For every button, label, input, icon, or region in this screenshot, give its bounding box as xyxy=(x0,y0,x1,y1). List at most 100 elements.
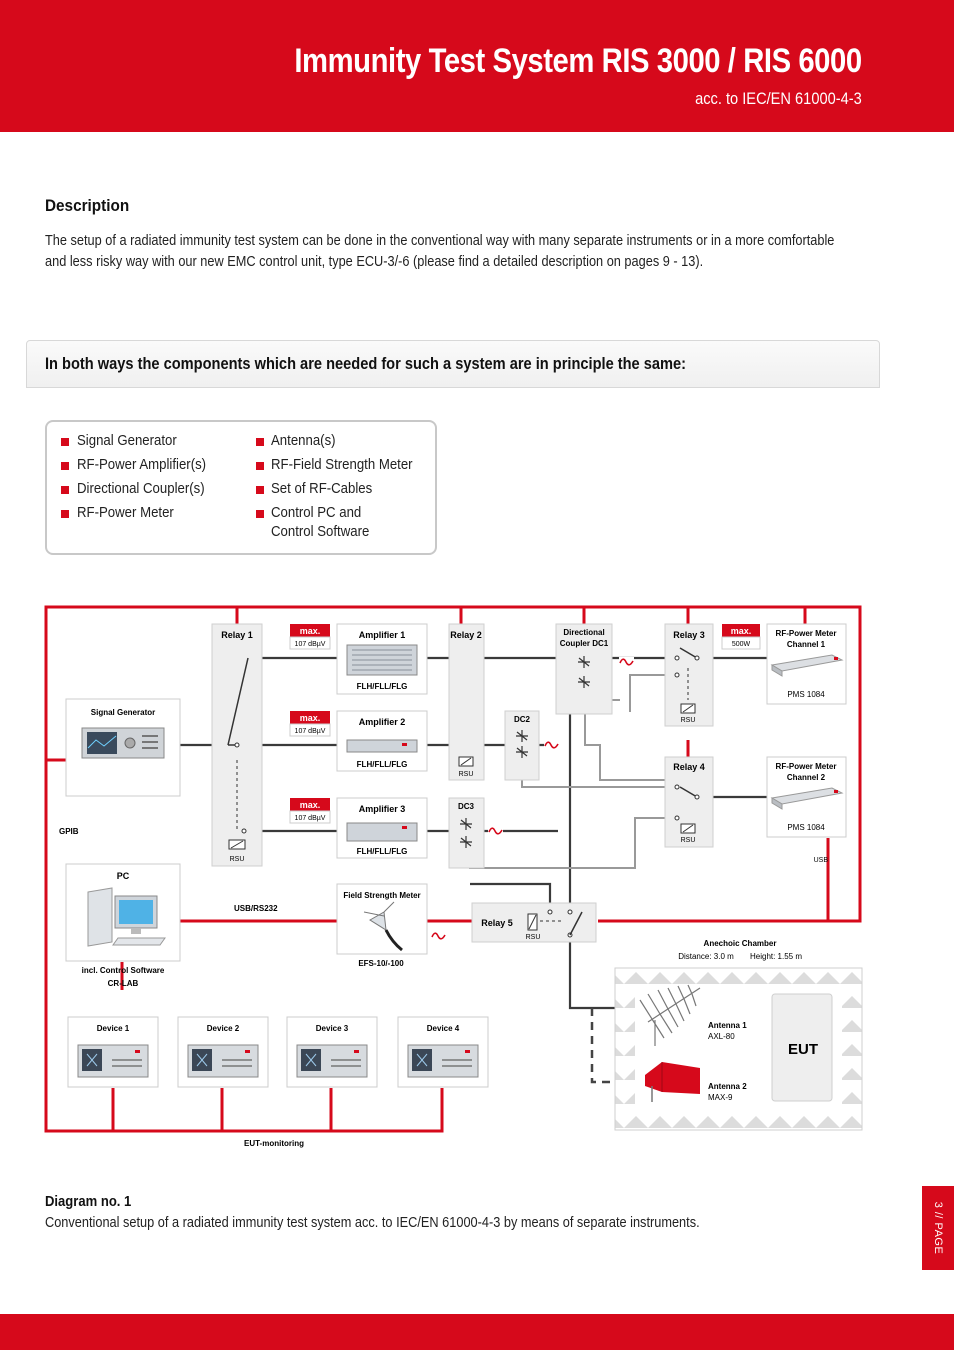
component-item: Set of RF-Cables xyxy=(271,480,373,497)
component-item: Control PC and xyxy=(271,504,362,521)
chamber-distance: Distance: 3.0 m xyxy=(678,952,734,961)
svg-text:Field Strength Meter: Field Strength Meter xyxy=(343,891,420,900)
fsm-model: EFS-10/-100 xyxy=(358,959,404,968)
components-list xyxy=(45,420,437,555)
svg-text:Device 3: Device 3 xyxy=(316,1024,349,1033)
power-meter-1: RF-Power Meter Channel 1 PMS 1084 xyxy=(766,623,847,705)
rf-signal-icon xyxy=(619,657,634,667)
svg-text:DC2: DC2 xyxy=(514,715,531,724)
svg-text:Channel 1: Channel 1 xyxy=(787,640,826,649)
antenna2-model: MAX-9 xyxy=(708,1093,733,1102)
svg-text:500W: 500W xyxy=(732,641,751,648)
max-badge-3: max. 107 dBµV xyxy=(289,798,331,824)
chamber-label: Anechoic Chamber xyxy=(704,939,777,948)
usb-rs232-label: USB/RS232 xyxy=(234,904,278,913)
svg-text:RF-Power Meter: RF-Power Meter xyxy=(776,762,837,771)
device-3: Device 3 xyxy=(286,1016,378,1088)
max-badge-2: max. 107 dBµV xyxy=(289,711,331,737)
relay4-box: Relay 4 RSU xyxy=(664,756,714,848)
system-diagram: Relay 1 RSU max. 107 dBµV max. 107 dBµV … xyxy=(44,605,863,1148)
svg-text:107 dBµV: 107 dBµV xyxy=(295,815,326,822)
amplifier-2: Amplifier 2 FLH/FLL/FLG xyxy=(336,710,428,772)
bullet-icon xyxy=(256,486,264,494)
gpib-label: GPIB xyxy=(59,827,79,836)
antenna2-label: Antenna 2 xyxy=(708,1082,747,1091)
chamber-height: Height: 1.55 m xyxy=(750,952,802,961)
svg-text:Coupler DC1: Coupler DC1 xyxy=(560,639,609,648)
relay2-box xyxy=(448,623,485,781)
svg-text:RSU: RSU xyxy=(681,717,696,724)
anechoic-chamber: EUT Antenna 1 AXL-80 Antenna 2 MAX-9 xyxy=(614,967,863,1131)
components-banner-text: In both ways the components which are ne… xyxy=(45,354,687,373)
svg-text:Relay 3: Relay 3 xyxy=(673,630,705,640)
control-pc: PC xyxy=(65,863,181,962)
svg-text:max.: max. xyxy=(300,713,321,723)
bullet-icon xyxy=(61,438,69,446)
control-bus-lines xyxy=(44,605,862,1133)
bullet-icon xyxy=(256,438,264,446)
relay1-label: Relay 1 xyxy=(221,630,253,640)
page-number-tab: 3 // PAGE xyxy=(922,1186,954,1270)
svg-text:Relay 4: Relay 4 xyxy=(673,762,705,772)
svg-text:max.: max. xyxy=(300,626,321,636)
svg-text:Directional: Directional xyxy=(563,628,604,637)
device-4: Device 4 xyxy=(397,1016,489,1088)
horn-antenna-icon xyxy=(645,1062,700,1102)
diagram-caption-title: Diagram no. 1 xyxy=(45,1194,132,1210)
page-header xyxy=(0,0,954,132)
device-1: Device 1 xyxy=(67,1016,159,1088)
max-badge-1: max. 107 dBµV xyxy=(289,624,331,650)
antenna1-label: Antenna 1 xyxy=(708,1021,747,1030)
relay5-box: Relay 5 RSU xyxy=(471,902,597,943)
eut-monitoring-label: EUT-monitoring xyxy=(244,1139,304,1148)
svg-text:RSU: RSU xyxy=(681,837,696,844)
svg-text:PMS 1084: PMS 1084 xyxy=(787,690,825,699)
page-subtitle: acc. to IEC/EN 61000-4-3 xyxy=(695,89,862,108)
rf-signal-icon xyxy=(488,826,503,836)
svg-text:107 dBµV: 107 dBµV xyxy=(295,728,326,735)
component-item: Signal Generator xyxy=(77,432,177,449)
signal-generator: Signal Generator xyxy=(65,698,181,797)
bullet-icon xyxy=(61,462,69,470)
relay2-label: Relay 2 xyxy=(450,630,482,640)
diagram-caption-text: Conventional setup of a radiated immunit… xyxy=(45,1215,700,1231)
coupler-dc3: DC3 xyxy=(448,797,485,869)
svg-text:Amplifier 2: Amplifier 2 xyxy=(359,717,406,727)
svg-text:FLH/FLL/FLG: FLH/FLL/FLG xyxy=(357,760,408,769)
eut-label: EUT xyxy=(788,1041,818,1058)
description-text: The setup of a radiated immunity test sy… xyxy=(45,233,835,270)
relay3-box: Relay 3 RSU xyxy=(664,623,714,727)
rf-signal-icon xyxy=(431,931,446,941)
svg-text:DC3: DC3 xyxy=(458,802,475,811)
bullet-icon xyxy=(256,510,264,518)
component-item: RF-Field Strength Meter xyxy=(271,456,413,473)
svg-text:Amplifier 3: Amplifier 3 xyxy=(359,804,406,814)
bullet-icon xyxy=(61,486,69,494)
svg-text:FLH/FLL/FLG: FLH/FLL/FLG xyxy=(357,682,408,691)
svg-text:Device 1: Device 1 xyxy=(97,1024,130,1033)
component-item: Antenna(s) xyxy=(271,432,336,449)
relay1-rsu: RSU xyxy=(230,856,245,863)
pc-software-name: CR-LAB xyxy=(108,979,139,988)
components-banner xyxy=(26,340,880,388)
page-footer xyxy=(0,1314,954,1350)
svg-text:RSU: RSU xyxy=(459,771,474,778)
component-item: RF-Power Amplifier(s) xyxy=(77,456,207,473)
page-number-label: 3 // PAGE xyxy=(932,1201,944,1255)
component-item: Directional Coupler(s) xyxy=(77,480,205,497)
svg-text:Device 2: Device 2 xyxy=(207,1024,240,1033)
usb-label: USB xyxy=(814,857,829,864)
pc-software: incl. Control Software xyxy=(82,966,165,975)
component-item: Control Software xyxy=(271,523,370,540)
svg-text:max.: max. xyxy=(731,626,752,636)
svg-text:107 dBµV: 107 dBµV xyxy=(295,641,326,648)
svg-text:RSU: RSU xyxy=(526,934,541,941)
svg-text:PMS 1084: PMS 1084 xyxy=(787,823,825,832)
field-strength-meter: Field Strength Meter xyxy=(336,883,428,955)
svg-text:Amplifier 1: Amplifier 1 xyxy=(359,630,406,640)
svg-text:Channel 2: Channel 2 xyxy=(787,773,826,782)
svg-text:RF-Power Meter: RF-Power Meter xyxy=(776,629,837,638)
svg-text:max.: max. xyxy=(300,800,321,810)
coupler-dc2: DC2 xyxy=(504,710,540,781)
antenna1-model: AXL-80 xyxy=(708,1032,735,1041)
